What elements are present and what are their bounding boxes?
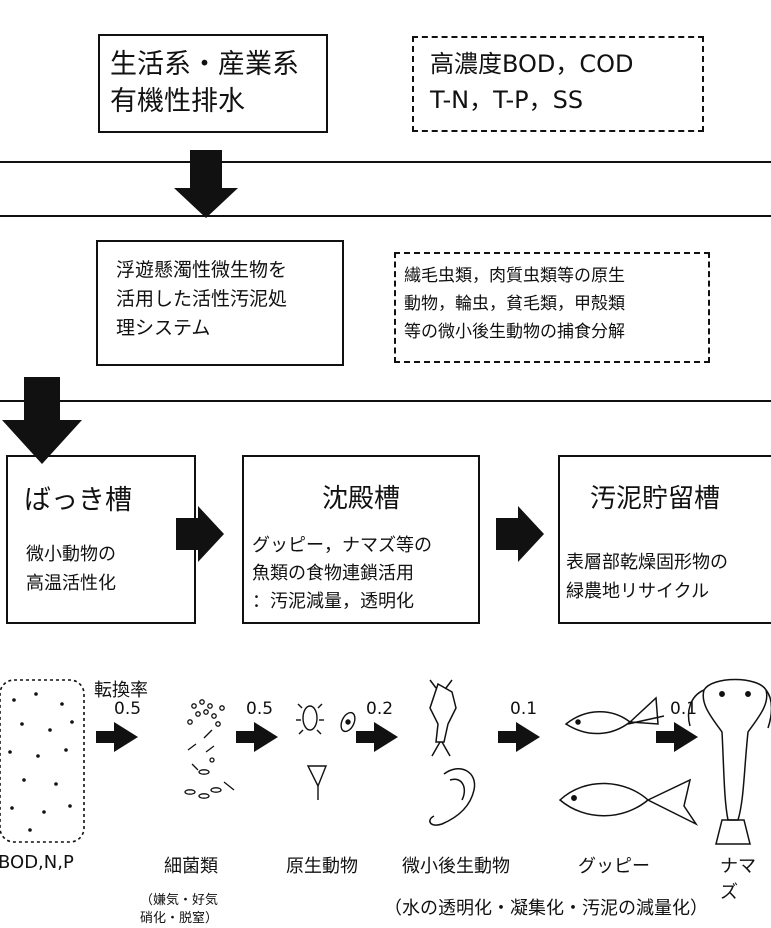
conversion-rate-label: 転換率 bbox=[94, 680, 148, 701]
stage-label-metazoa: 微小後生動物 bbox=[402, 856, 510, 877]
nutrient-blob bbox=[0, 679, 85, 843]
predation-box bbox=[394, 252, 710, 363]
rate-1-label: 0.5 bbox=[114, 699, 142, 719]
aeration-tank-box bbox=[6, 455, 196, 624]
stage-label-protozoa: 原生動物 bbox=[286, 856, 358, 877]
chain-arrow-3 bbox=[356, 722, 398, 752]
influent-source-text: 生活系・産業系 有機性排水 bbox=[110, 49, 299, 117]
down-arrow-2 bbox=[2, 377, 82, 464]
metazoa-illustration bbox=[429, 679, 476, 826]
nutrient-dots bbox=[8, 692, 74, 832]
chain-arrow-5 bbox=[656, 722, 698, 752]
pollutant-box bbox=[412, 36, 704, 132]
chain-arrow-1 bbox=[96, 722, 138, 752]
tank-arrow-1 bbox=[176, 506, 224, 562]
stage-label-bod: BOD,N,P bbox=[0, 852, 74, 873]
sludge-storage-tank-desc: 表層部乾燥固形物の 緑農地リサイクル bbox=[566, 552, 728, 602]
rate-2-label: 0.5 bbox=[246, 699, 274, 719]
aeration-tank-desc: 微小動物の 高温活性化 bbox=[26, 544, 116, 594]
sludge-storage-tank-title: 汚泥貯留槽 bbox=[590, 484, 721, 514]
influent-source-box bbox=[98, 34, 328, 133]
pollutant-text: 高濃度BOD，COD T-N，T-P，SS bbox=[430, 50, 634, 114]
predation-text: 繊毛虫類，肉質虫類等の原生 動物，輪虫，貧毛類，甲殻類 等の微小後生動物の捕食分… bbox=[404, 266, 625, 342]
down-arrow-1 bbox=[174, 150, 238, 218]
rate-4-label: 0.1 bbox=[510, 699, 538, 719]
stage-label-bacteria: 細菌類 bbox=[164, 856, 218, 877]
activated-sludge-box bbox=[96, 240, 344, 366]
protozoa-illustration bbox=[296, 703, 356, 800]
chain-arrow-4 bbox=[498, 722, 540, 752]
stage-label-guppy: グッピー bbox=[578, 856, 650, 877]
bacteria-illustration bbox=[184, 699, 235, 799]
activated-sludge-text: 浮遊懸濁性微生物を 活用した活性汚泥処 理システム bbox=[116, 259, 288, 339]
tank-arrow-2 bbox=[496, 506, 544, 562]
settling-tank-desc: グッピー，ナマズ等の 魚類の食物連鎖活用 ：汚泥減量，透明化 bbox=[252, 535, 432, 612]
catfish-illustration bbox=[687, 678, 771, 845]
settling-tank-box bbox=[242, 455, 480, 624]
guppy-illustration bbox=[558, 696, 699, 826]
aeration-tank-title: ばっき槽 bbox=[24, 485, 132, 516]
sludge-storage-tank-box bbox=[558, 455, 771, 624]
chain-arrow-2 bbox=[236, 722, 278, 752]
bacteria-condition-note: （嫌気・好気 硝化・脱窒） bbox=[140, 893, 219, 926]
rate-3-label: 0.2 bbox=[366, 699, 394, 719]
water-quality-note: （水の透明化・凝集化・汚泥の減量化） bbox=[384, 898, 708, 919]
settling-tank-title: 沈殿槽 bbox=[321, 484, 400, 514]
stage-label-catfish: ナマズ bbox=[720, 856, 756, 903]
